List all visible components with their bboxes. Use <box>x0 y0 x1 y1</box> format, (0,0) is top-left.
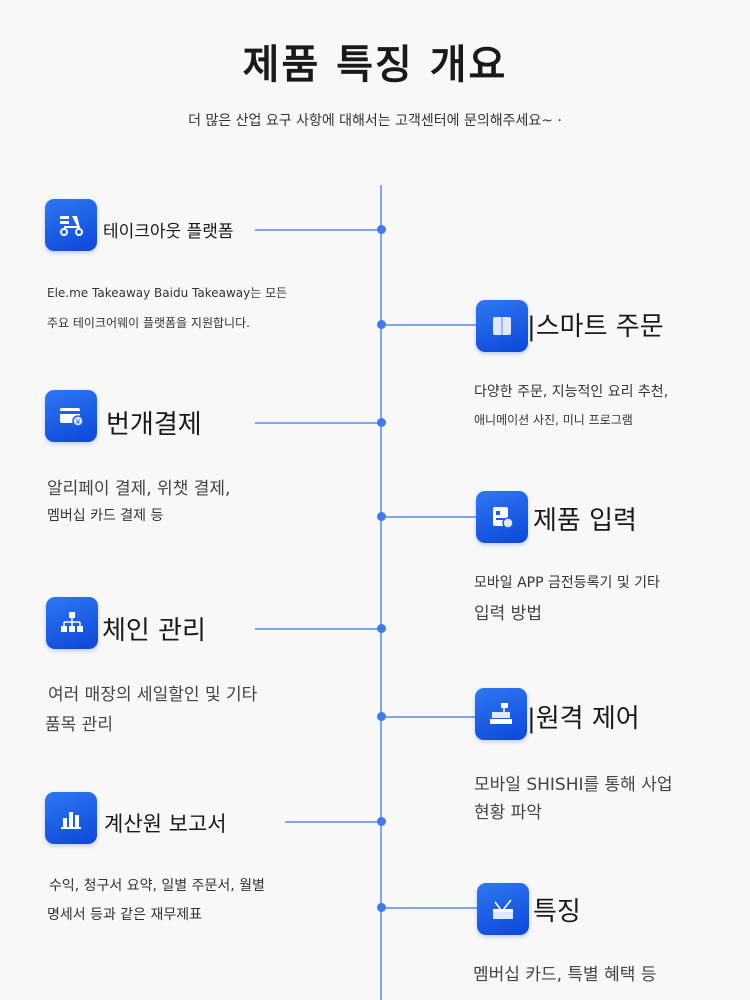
feature-desc: 알리페이 결제, 위챗 결제, <box>47 479 231 499</box>
timeline-dot <box>377 712 386 721</box>
timeline-dot <box>377 418 386 427</box>
connector <box>381 907 481 909</box>
scooter-icon <box>45 199 97 251</box>
form-icon <box>476 491 528 543</box>
page-title: 제품 특징 개요 <box>242 42 508 88</box>
feature-desc: 수익, 청구서 요약, 일별 주문서, 월별 <box>49 878 265 894</box>
feature-desc: Ele.me Takeaway Baidu Takeaway는 모든 <box>47 286 288 300</box>
hierarchy-icon <box>46 597 98 649</box>
connector <box>255 422 382 424</box>
timeline-dot <box>377 512 386 521</box>
feature-desc: 애니메이션 사진, 미니 프로그램 <box>474 413 633 427</box>
connector <box>255 229 382 231</box>
timeline-dot <box>377 624 386 633</box>
feature-desc: 현황 파악 <box>474 803 542 823</box>
svg-text:¥: ¥ <box>76 418 81 426</box>
feature-title: |원격 제어 <box>527 704 640 734</box>
feature-title: 계산원 보고서 <box>104 812 227 836</box>
connector <box>285 821 382 823</box>
page-subtitle: 더 많은 산업 요구 사항에 대해서는 고객센터에 문의해주세요~ · <box>188 113 562 129</box>
feature-desc: 다양한 주문, 지능적인 요리 추천, <box>474 384 669 400</box>
connector <box>381 324 481 326</box>
cash-register-icon <box>475 688 527 740</box>
timeline-dot <box>377 225 386 234</box>
feature-title: 제품 입력 <box>533 506 637 536</box>
book-icon <box>476 300 528 352</box>
timeline-dot <box>377 817 386 826</box>
feature-desc: 멤버십 카드, 특별 혜택 등 <box>473 965 657 985</box>
feature-title: 번개결제 <box>106 410 202 440</box>
connector <box>381 716 481 718</box>
card-icon: ¥ <box>45 390 97 442</box>
timeline-dot <box>377 903 386 912</box>
feature-desc: 주요 테이크어웨이 플랫폼을 지원합니다. <box>47 316 250 330</box>
feature-desc: 입력 방법 <box>474 604 542 624</box>
feature-desc: 품목 관리 <box>45 715 113 735</box>
bar-chart-icon <box>45 792 97 844</box>
feature-desc: 멤버십 카드 결제 등 <box>47 508 164 524</box>
feature-desc: 모바일 SHISHI를 통해 사업 <box>474 775 673 795</box>
gift-box-icon <box>477 883 529 935</box>
feature-title: |스마트 주문 <box>527 312 664 342</box>
feature-desc: 여러 매장의 세일할인 및 기타 <box>48 685 258 705</box>
feature-title: 체인 관리 <box>102 616 206 646</box>
timeline-dot <box>377 320 386 329</box>
feature-title: 테이크아웃 플랫폼 <box>103 222 234 242</box>
feature-desc: 명세서 등과 같은 재무제표 <box>47 907 203 923</box>
feature-desc: 모바일 APP 금전등록기 및 기타 <box>474 575 660 591</box>
feature-title: 특징 <box>533 897 581 927</box>
connector <box>255 628 382 630</box>
timeline-line <box>380 185 382 1000</box>
connector <box>381 516 481 518</box>
